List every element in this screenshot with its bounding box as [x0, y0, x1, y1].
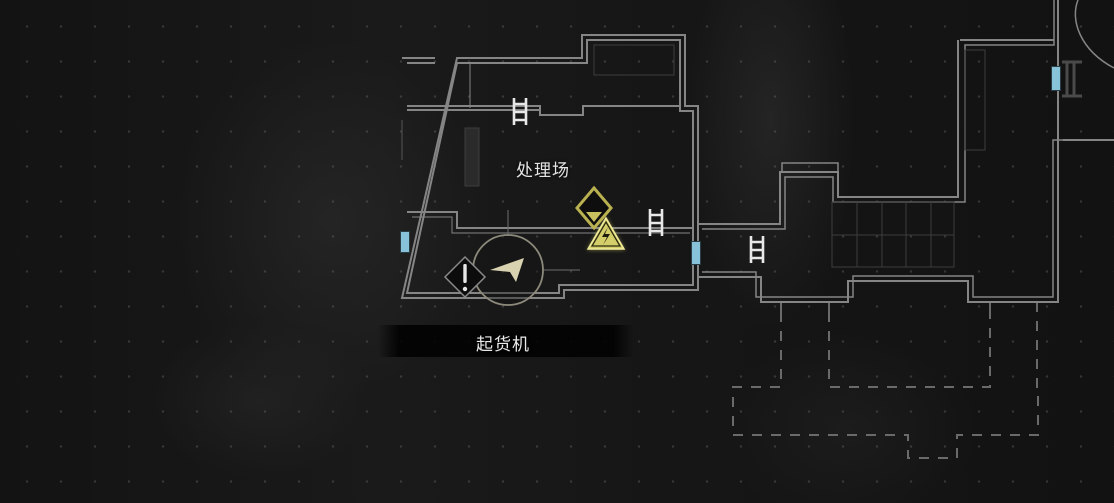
- unexplored-area-outline: [732, 312, 1039, 459]
- door-marker-central[interactable]: [691, 241, 701, 265]
- door-marker-west[interactable]: [400, 231, 410, 253]
- alert-exclamation-icon[interactable]: [443, 255, 487, 299]
- current-room-label: 处理场: [516, 161, 570, 181]
- ladder-icon[interactable]: [511, 98, 529, 125]
- objective-diamond-icon[interactable]: [575, 186, 613, 230]
- processing-room-inner-wall: [405, 39, 694, 294]
- item-name-banner: [378, 325, 634, 357]
- ladder-icon[interactable]: [647, 209, 665, 236]
- door-marker-northeast[interactable]: [1051, 66, 1061, 91]
- ladder-icon[interactable]: [748, 236, 766, 263]
- player-position-arrow-icon: [490, 258, 524, 282]
- stairs-icon[interactable]: [1060, 60, 1084, 98]
- item-name-text: 起货机: [476, 335, 530, 355]
- processing-room-outer-wall: [400, 34, 699, 299]
- electric-hazard-warning-icon[interactable]: [584, 214, 628, 254]
